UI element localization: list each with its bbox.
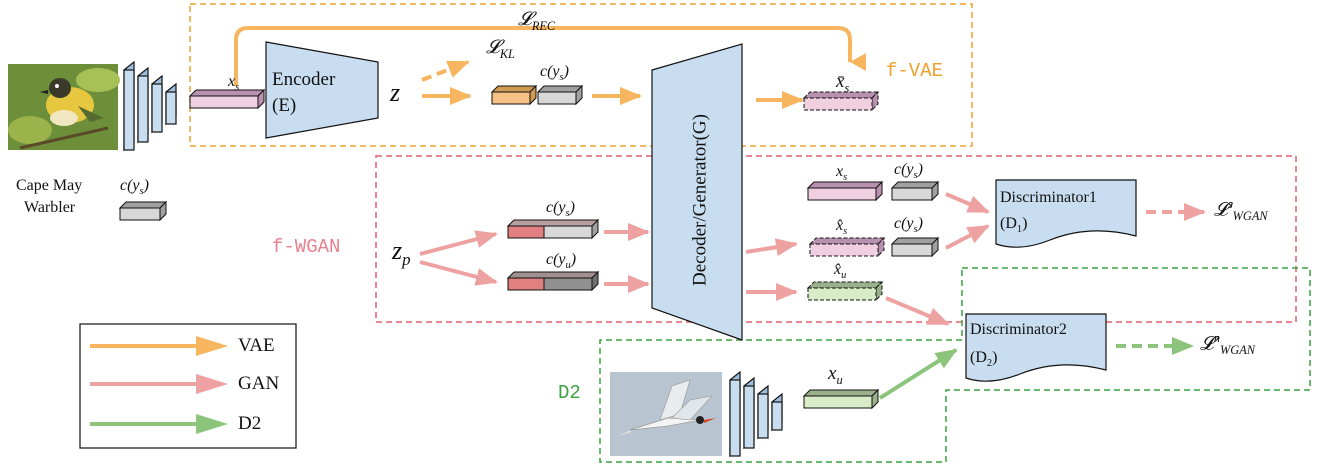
real-cond-label: c(ys) <box>894 161 923 182</box>
real-xu-bar <box>802 388 880 410</box>
gan-seen-bar <box>506 218 600 240</box>
recon-xs-bar <box>802 90 880 112</box>
latent-z-label: z <box>390 78 401 107</box>
bird-warbler-photo <box>8 64 120 150</box>
fvae-region <box>189 3 973 147</box>
feature-xs-bar <box>188 88 266 110</box>
gan-unseen-bar <box>506 270 600 292</box>
fwgan-region <box>375 155 1297 323</box>
noise-zp-label: zp <box>392 236 411 270</box>
fake-xs-label: x̂s <box>836 217 848 238</box>
wgan-seen-loss-label: 𝓛sWGAN <box>1214 197 1268 224</box>
real-xs-bar <box>806 180 884 202</box>
rec-loss-label: 𝓛REC <box>518 9 556 33</box>
real-cond-bar <box>890 180 940 202</box>
encoder-line2: (E) <box>272 95 297 116</box>
wgan-unseen-loss-label: 𝓛nWGAN <box>1200 331 1255 358</box>
legend-arrowhead-d2 <box>196 414 228 434</box>
fake-cond-label: c(ys) <box>894 215 923 236</box>
encoder-line1: Encoder <box>272 69 336 90</box>
fake-xu-bar <box>806 280 884 302</box>
vae-cond-label: c(ys) <box>540 63 569 84</box>
decoder-generator-label: Decoder/Generator(G) <box>689 114 711 286</box>
fake-to-d1-arrow <box>945 224 990 250</box>
legend-arrowhead-gan <box>196 374 228 394</box>
class-embedding-label: c(ys) <box>120 177 149 198</box>
rec-loss-arc <box>234 26 866 86</box>
recon-xs-label: x̄s <box>836 71 850 95</box>
discriminator1-line2: (D1) <box>1000 215 1028 236</box>
class-embedding-bar <box>118 200 168 222</box>
cnn-backbone-bottom <box>729 370 783 458</box>
fwgan-region-label: f-WGAN <box>272 236 341 258</box>
legend-arrowhead-vae <box>196 336 228 356</box>
discriminator1-line1: Discriminator1 <box>1000 189 1097 206</box>
z-to-kl-arrow <box>421 60 470 82</box>
decoder-generator-block <box>651 43 743 341</box>
fake-unseen-to-d2-arrow <box>885 296 950 326</box>
discriminator2-line2: (D2) <box>970 349 998 370</box>
gen-to-fake-seen-arrow <box>745 238 798 257</box>
legend-label-gan: GAN <box>238 373 280 394</box>
fvae-region-label: f-VAE <box>886 60 944 82</box>
gan-seen-cond-label: c(ys) <box>546 199 575 220</box>
xs-feature-label: xs <box>228 73 240 94</box>
real-to-d1-arrow <box>945 192 990 214</box>
kl-loss-label: 𝓛KL <box>486 37 515 61</box>
discriminator2-line1: Discriminator2 <box>970 321 1067 338</box>
bird-tern-photo <box>610 372 722 456</box>
zp-to-unseen-arrow <box>419 260 498 286</box>
fake-cond-bar <box>890 236 940 258</box>
d2-region <box>599 267 1311 463</box>
gan-unseen-cond-label: c(yu) <box>546 251 577 272</box>
real-xs-label: xs <box>836 163 848 184</box>
class-name-line2: Warbler <box>24 199 76 216</box>
latent-bar <box>490 84 538 106</box>
discriminator1-block <box>995 179 1137 248</box>
legend-arrows <box>90 336 228 434</box>
fake-xs-bar <box>808 236 886 258</box>
encoder-block <box>265 41 379 139</box>
class-name-line1: Cape May <box>16 177 83 194</box>
vae-cond-bar <box>536 84 584 106</box>
d2-region-label: D2 <box>558 382 581 404</box>
legend-label-vae: VAE <box>238 335 275 356</box>
xu-feature-label: xu <box>828 363 843 387</box>
legend-label-d2: D2 <box>238 413 262 434</box>
zp-to-seen-arrow <box>419 230 498 256</box>
discriminator2-block <box>965 313 1107 382</box>
xu-to-d2-arrow <box>878 348 958 400</box>
fake-xu-label: x̂u <box>834 261 847 282</box>
cnn-backbone-top <box>123 60 177 152</box>
